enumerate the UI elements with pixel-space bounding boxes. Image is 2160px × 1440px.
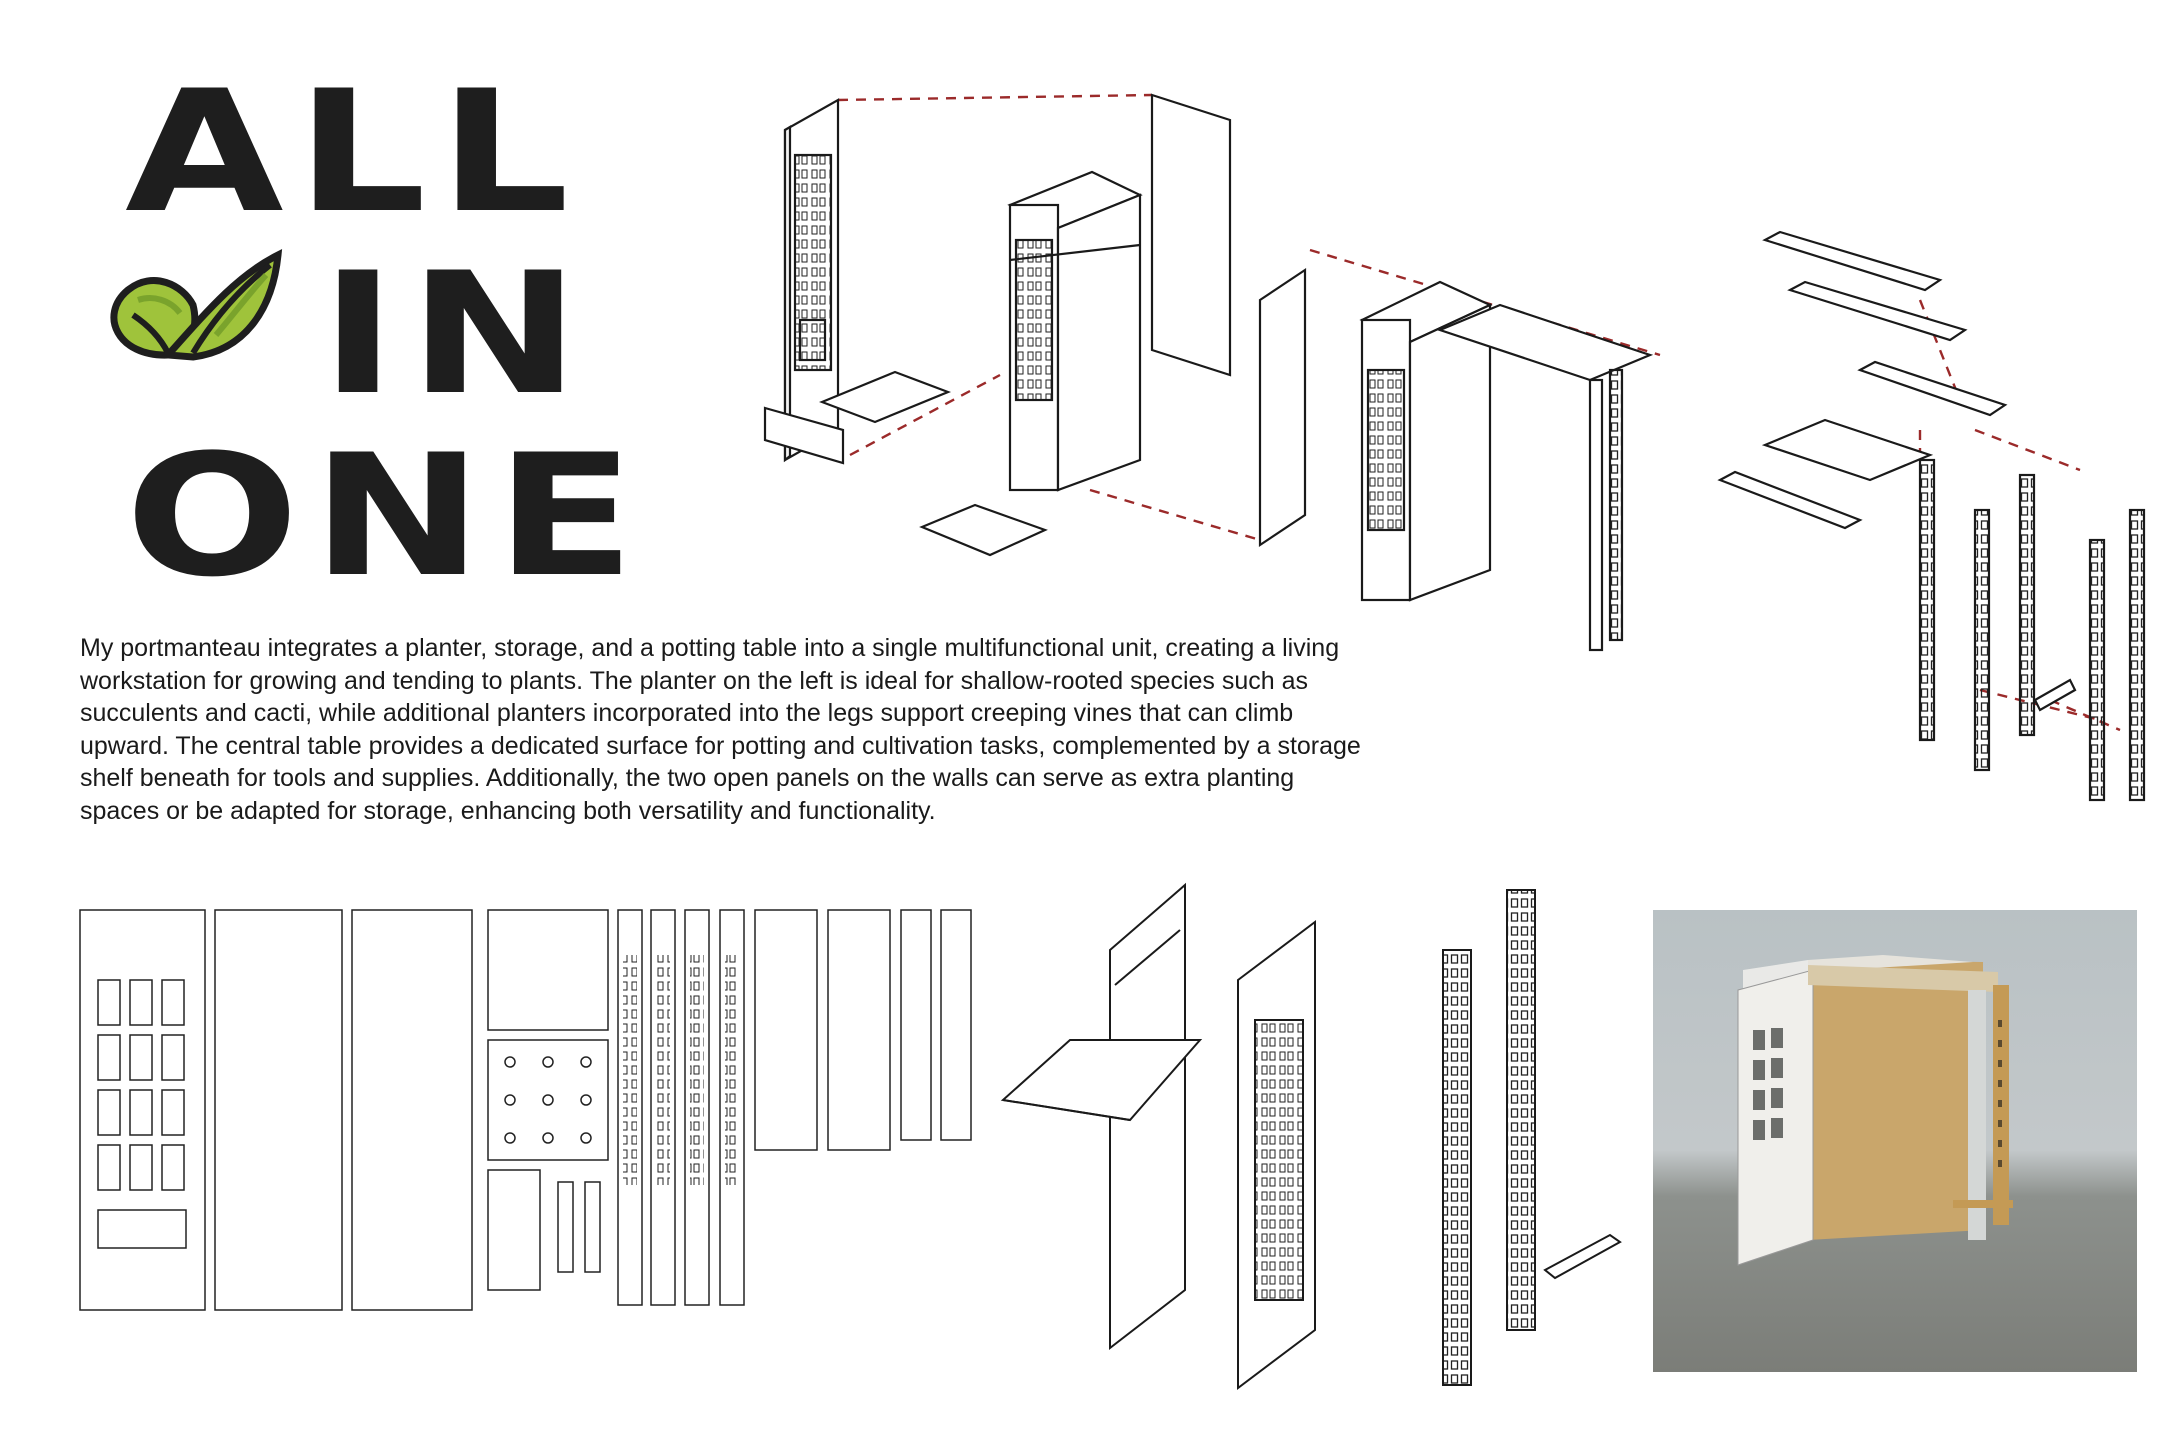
base-board-left	[763, 406, 845, 465]
planter-tower	[1007, 170, 1143, 492]
pattern-strip-4	[940, 909, 972, 1141]
pattern-top	[487, 909, 609, 1031]
pattern-panel-1	[214, 909, 343, 1311]
pattern-panel-2	[351, 909, 473, 1311]
board-2	[1787, 280, 1968, 342]
leg-5	[2128, 508, 2146, 802]
detail-wall-with-shelf	[1000, 882, 1203, 1351]
pattern-leg-4	[719, 909, 745, 1306]
assembled-unit	[1359, 280, 1654, 652]
pattern-strip-1	[557, 1181, 574, 1273]
leg-2	[1973, 508, 1991, 772]
exploded-view-diagram	[763, 93, 2146, 802]
model-photo	[1653, 910, 2137, 1372]
leg-1	[1918, 458, 1936, 742]
left-wall-panel	[783, 98, 840, 463]
pattern-panel-3	[754, 909, 818, 1151]
pattern-strip-3	[900, 909, 932, 1141]
pattern-holes	[504, 1056, 592, 1144]
leg-4	[2088, 538, 2106, 802]
pattern-leg-2	[650, 909, 676, 1306]
shelf-board-bottom	[919, 503, 1048, 557]
title-line-all: ALL	[125, 54, 582, 250]
back-panel-tall	[1150, 93, 1232, 377]
side-panel	[1258, 267, 1307, 548]
detail-legs	[1442, 889, 1622, 1386]
board-4	[1717, 470, 1863, 530]
pattern-small-1	[487, 1169, 541, 1291]
model-photo-drawing	[1737, 955, 2013, 1266]
detail-planter-wall	[1237, 919, 1316, 1391]
foot-rest	[2033, 678, 2077, 712]
pattern-leg-1	[617, 909, 643, 1306]
flat-pattern-layout	[79, 909, 972, 1311]
title-block: ALL IN ONE	[125, 60, 635, 600]
shelf-board-left	[818, 370, 952, 424]
pattern-panel-planter	[79, 909, 206, 1311]
project-description: My portmanteau integrates a planter, sto…	[80, 634, 1361, 825]
pattern-strip-2	[584, 1181, 601, 1273]
pattern-shelf-holes	[487, 1039, 609, 1161]
board-3	[1857, 360, 2008, 417]
pattern-panel-4	[827, 909, 891, 1151]
leaf-icon	[110, 249, 283, 361]
title-line-one: ONE	[125, 418, 648, 614]
board-1	[1762, 230, 1943, 292]
top-shelf	[1761, 418, 1934, 482]
leg-3	[2018, 473, 2036, 737]
pattern-leg-3	[684, 909, 710, 1306]
pattern-planter-openings	[97, 979, 187, 1249]
title-line-in: IN	[320, 236, 593, 432]
